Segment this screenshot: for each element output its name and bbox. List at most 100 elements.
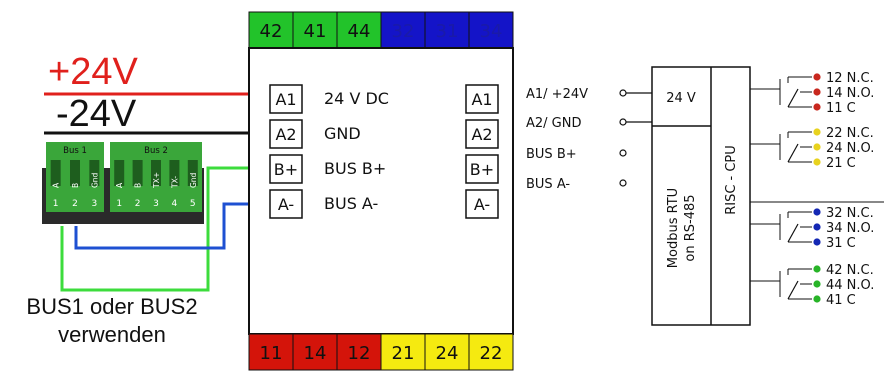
terminal-block — [424, 11, 470, 49]
relay-contact-dot — [813, 238, 821, 246]
supply-block-label: 24 V — [666, 91, 696, 106]
connector-slot — [187, 160, 198, 186]
relay-contact-label: 11 C — [826, 101, 856, 116]
left-pin-label: B+ — [274, 160, 298, 179]
connector-pin-number: 1 — [116, 199, 122, 209]
schematic-input-label: BUS B+ — [526, 147, 577, 162]
relay-switch-arm — [787, 280, 799, 300]
relay-contact-dot — [813, 158, 821, 166]
terminal-number: 21 — [392, 343, 415, 364]
connector-pin-number: 3 — [153, 199, 159, 209]
relay-contacts: 12 N.C.14 N.O.11 C22 N.C.24 N.O.21 C32 N… — [750, 71, 884, 308]
connector-pin-name: TX- — [170, 176, 179, 189]
relay-contact-label: 32 N.C. — [826, 206, 874, 221]
connector-pin-name: B — [71, 183, 80, 188]
connector-pin-number: 4 — [172, 199, 178, 209]
pin-function-label: BUS B+ — [324, 159, 386, 178]
bus2-header — [110, 142, 202, 156]
input-terminal — [619, 118, 627, 126]
relay-contact-dot — [813, 73, 821, 81]
right-pin-box — [465, 189, 499, 219]
relay-contact-dot — [813, 128, 821, 136]
connector-slot — [169, 160, 180, 186]
modbus-label-1: Modbus RTU — [666, 188, 681, 268]
terminal-block — [336, 11, 382, 49]
connector-pin-number: 3 — [91, 199, 97, 209]
right-pin-box — [465, 84, 499, 114]
schematic-input-label: BUS A- — [526, 177, 570, 192]
relay-contact-label: 24 N.O. — [826, 141, 874, 156]
connector-pin-name: A — [52, 182, 61, 188]
right-pin-label: A- — [474, 195, 490, 214]
terminal-block — [468, 11, 514, 49]
right-pin-label: A1 — [471, 90, 492, 109]
relay-contact-label: 42 N.C. — [826, 263, 874, 278]
connector-pin-number: 1 — [53, 199, 59, 209]
connector-slot — [151, 160, 161, 186]
relay-contact-dot — [813, 295, 821, 303]
terminal-block — [292, 333, 338, 371]
terminal-block — [336, 333, 382, 371]
relay-contact-label: 41 C — [826, 293, 856, 308]
minus-24v-label: -24V — [56, 93, 137, 135]
terminal-number: 31 — [436, 21, 459, 42]
left-pin-box — [269, 154, 303, 184]
terminal-block — [468, 333, 514, 371]
modbus-label-2: on RS-485 — [683, 194, 698, 261]
terminal-number: 44 — [348, 21, 371, 42]
terminal-block — [248, 11, 294, 49]
relay-contact-dot — [813, 280, 821, 288]
input-terminal — [619, 89, 627, 97]
relay-switch-arm — [787, 223, 799, 243]
left-pin-label: A- — [278, 195, 294, 214]
cpu-label: RISC - CPU — [724, 145, 739, 215]
connector-pin-name: A — [115, 182, 124, 188]
input-terminal — [619, 179, 627, 187]
connector-pin-number: 2 — [135, 199, 141, 209]
relay-contact-label: 31 C — [826, 236, 856, 251]
left-pin-box — [269, 84, 303, 114]
schematic-input-label: A2/ GND — [526, 116, 582, 131]
internal-schematic: A1/ +24V A2/ GND BUS B+ BUS A- 24 V Modbus … — [526, 66, 884, 326]
relay-contact-dot — [813, 103, 821, 111]
right-pin-box — [465, 119, 499, 149]
relay-contact-label: 44 N.O. — [826, 278, 874, 293]
relay-contact-dot — [813, 208, 821, 216]
terminal-number: 24 — [436, 343, 459, 364]
relay-contact-dot — [813, 143, 821, 151]
note-line-1: BUS1 oder BUS2 — [26, 294, 197, 319]
bus-a-wire — [74, 202, 272, 250]
bus1-title: Bus 1 — [63, 146, 87, 156]
relay-switch-arm — [787, 88, 799, 108]
pin-function-label: GND — [324, 124, 361, 143]
pin-function-label: 24 V DC — [324, 89, 389, 108]
right-pin-label: A2 — [471, 125, 492, 144]
schematic-input-label: A1/ +24V — [526, 87, 588, 102]
bus2-title: Bus 2 — [144, 146, 168, 156]
connector-slot — [89, 160, 100, 186]
logic-block — [651, 66, 751, 326]
left-pin-box — [269, 189, 303, 219]
relay-contact-dot — [813, 88, 821, 96]
left-pin-label: A2 — [275, 125, 296, 144]
relay-contact-label: 14 N.O. — [826, 86, 874, 101]
terminal-number: 34 — [480, 21, 503, 42]
connector-pin-name: Gnd — [90, 172, 99, 188]
terminal-number: 14 — [304, 343, 327, 364]
relay-contact-dot — [813, 223, 821, 231]
connector-pin-name: TX+ — [152, 172, 161, 189]
relay-contact-label: 12 N.C. — [826, 71, 874, 86]
plus-24v-label: +24V — [48, 51, 138, 93]
connector-slot — [114, 160, 125, 186]
input-terminal — [619, 149, 627, 157]
terminal-block — [380, 333, 426, 371]
connector-pin-number: 2 — [72, 199, 78, 209]
right-pin-label: B+ — [470, 160, 494, 179]
